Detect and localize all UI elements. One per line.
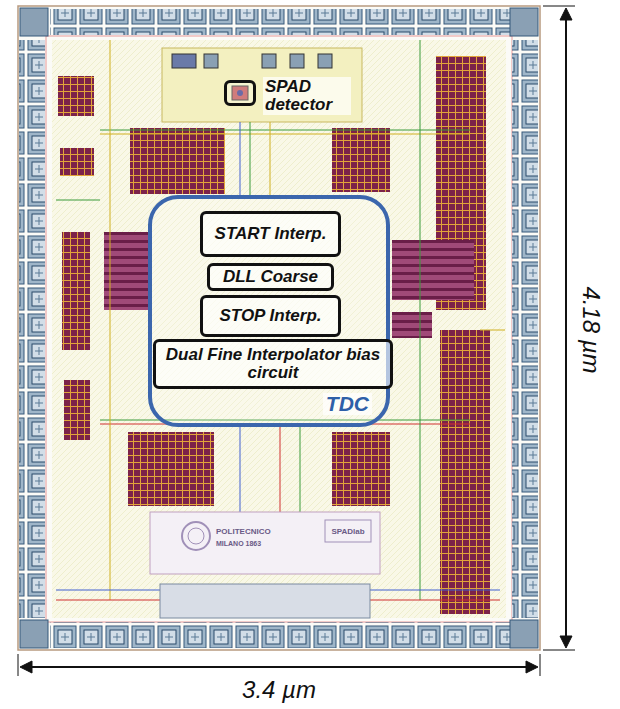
block-label: SPAD detector <box>263 77 351 115</box>
block-label: START Interp. <box>211 225 331 243</box>
logo-area <box>150 512 380 618</box>
logo-text: MILANO 1863 <box>214 540 263 547</box>
dimension-label: 3.4 µm <box>240 676 318 704</box>
block-label: STOP Interp. <box>215 307 325 325</box>
tdc-region: START Interp. DLL CoarseSTOP Interp. Dual … <box>148 195 390 427</box>
pad-ring <box>19 8 538 648</box>
block-label: DLL Coarse <box>219 268 322 286</box>
dimension-arrows <box>18 6 575 676</box>
interpolator-block: START Interp. <box>200 211 341 257</box>
block-label: TDC <box>323 393 372 415</box>
logo-text: POLITECNICO <box>214 527 273 536</box>
spad-detector-box: SPAD detector <box>224 80 256 106</box>
logo-text: SPADlab <box>329 527 366 536</box>
wires <box>56 40 505 600</box>
dimension-label: 4.18 µm <box>577 284 605 375</box>
block-label: Dual Fine Interpolator bias circuit <box>156 346 390 382</box>
dll-block: DLL Coarse <box>207 263 334 291</box>
metal-blocks <box>58 56 490 614</box>
bias-circuit-block: Dual Fine Interpolator bias circuit <box>153 339 393 389</box>
spad-area <box>162 48 362 122</box>
chip-outline <box>18 6 540 650</box>
interpolator-block: STOP Interp. <box>200 295 341 337</box>
